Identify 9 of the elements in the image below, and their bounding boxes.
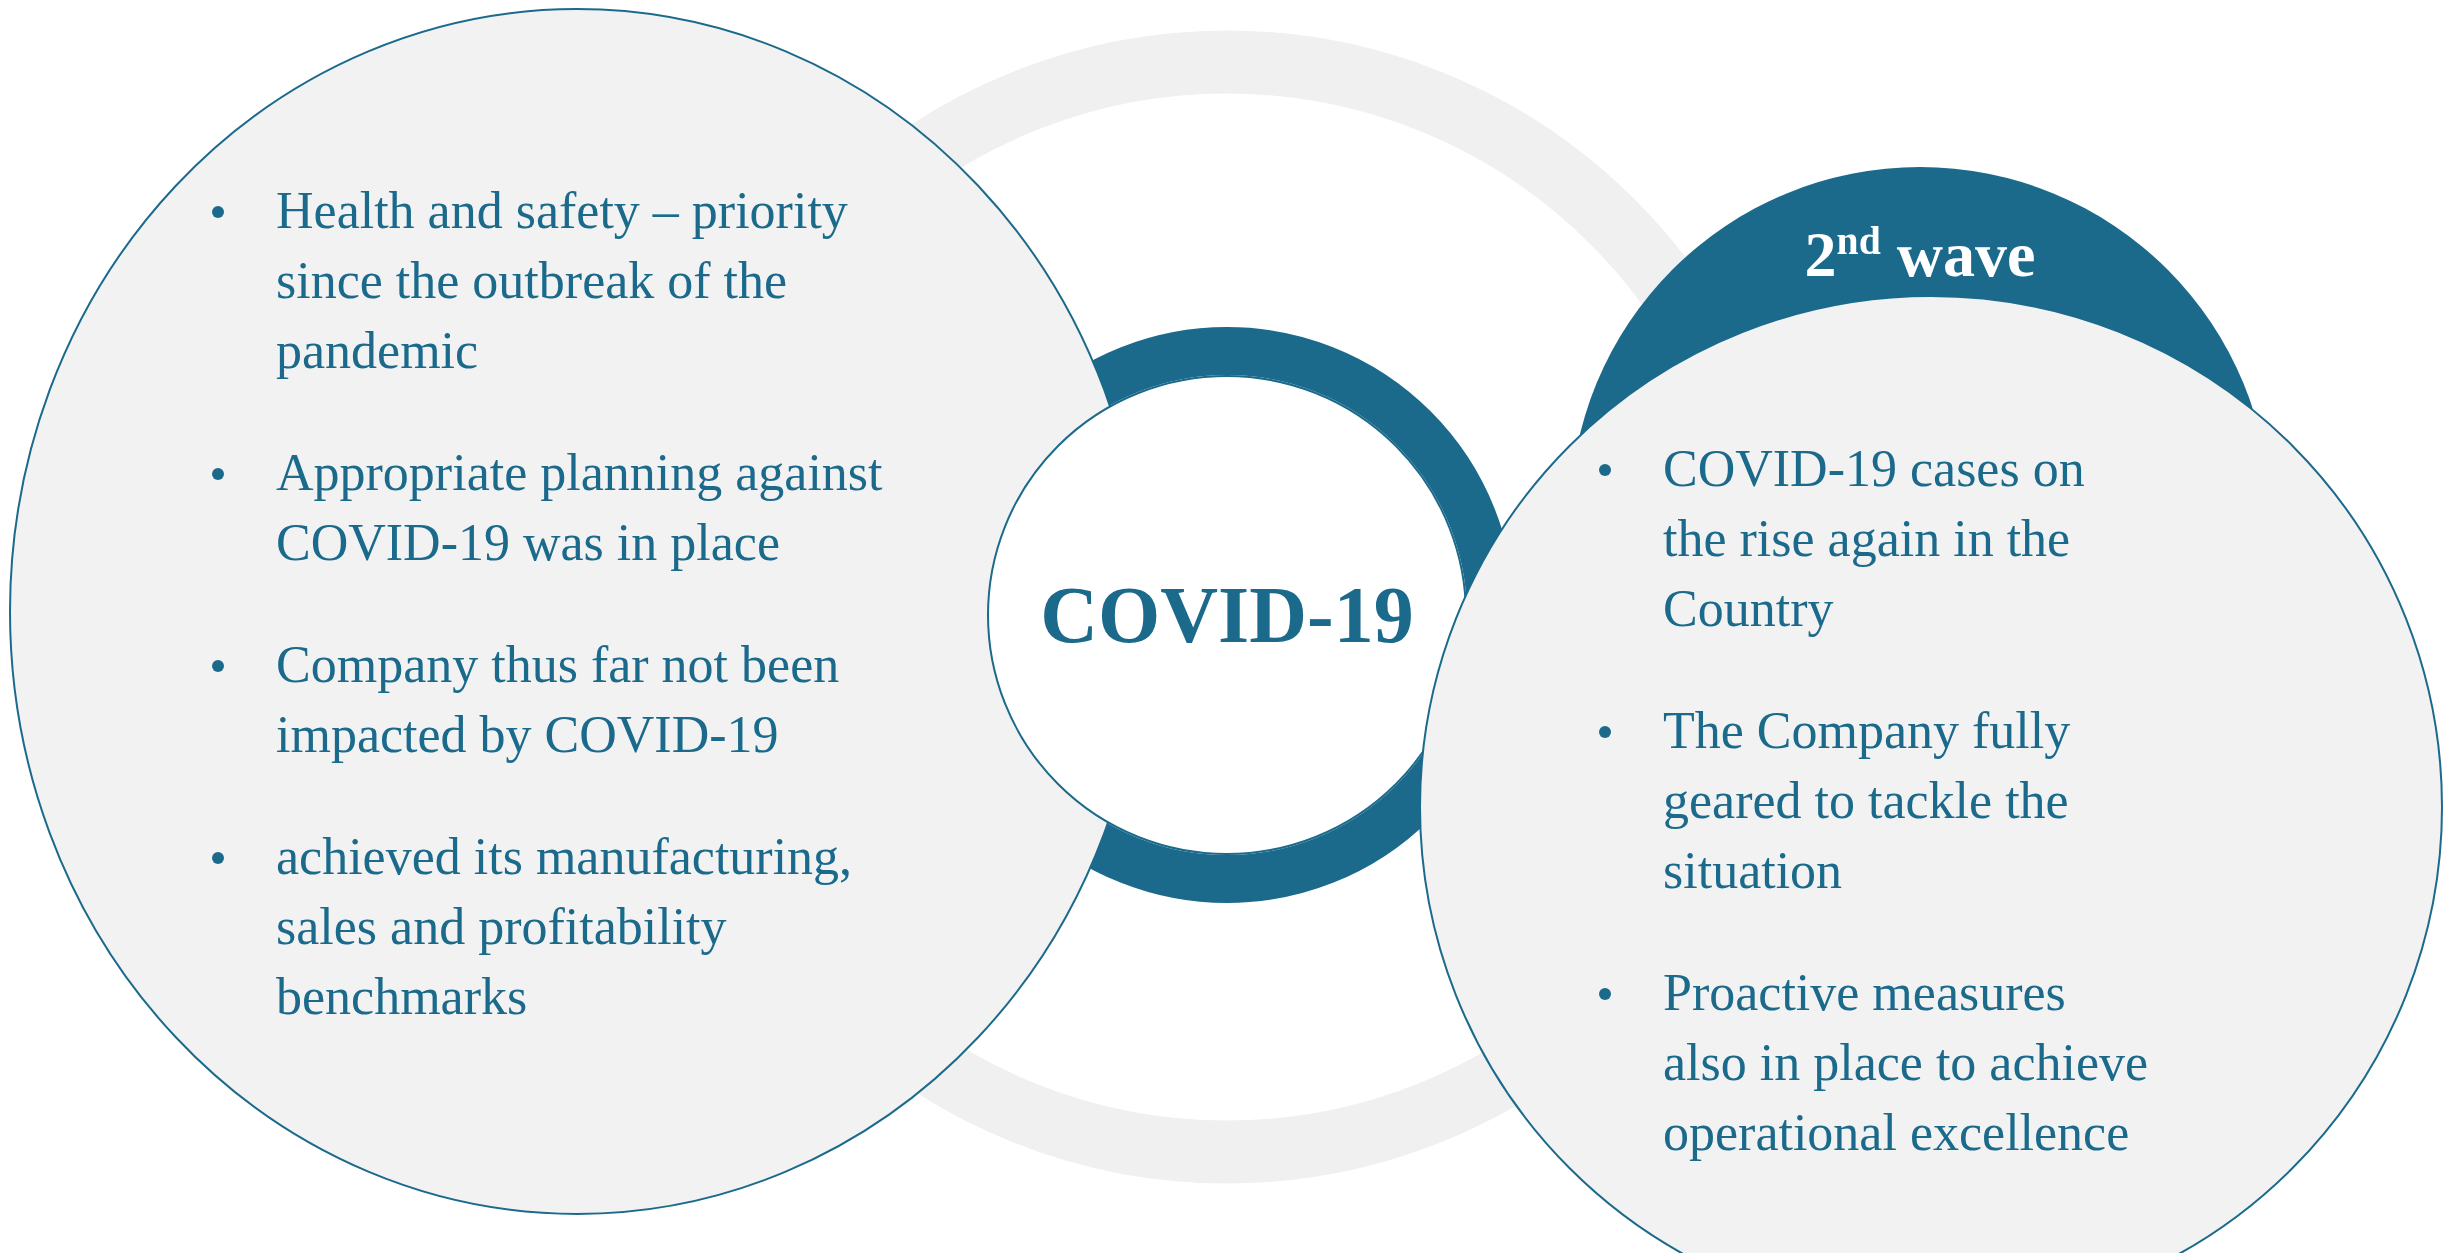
center-title: COVID-19 xyxy=(1040,569,1414,661)
bullet-text: The Company fully geared to tackle the situation xyxy=(1663,701,2072,901)
bullet-text: Health and safety – priority since the outbreak of the pandemic xyxy=(276,181,849,381)
heading-title: 2$^{nd}$ wave xyxy=(1804,218,2036,293)
bullet-text: achieved its manufacturing, sales and profitability benchmarks xyxy=(276,827,854,1027)
bullet-text: Appropriate planning against COVID-19 was in place xyxy=(276,443,884,573)
bullet-text: COVID-19 cases on the rise again in the Country xyxy=(1663,439,2086,639)
bullet-text: Company thus far not been impacted by COVID-19 xyxy=(276,635,841,765)
bullet-text: Proactive measures also in place to achieve operational excellence xyxy=(1663,963,2150,1163)
